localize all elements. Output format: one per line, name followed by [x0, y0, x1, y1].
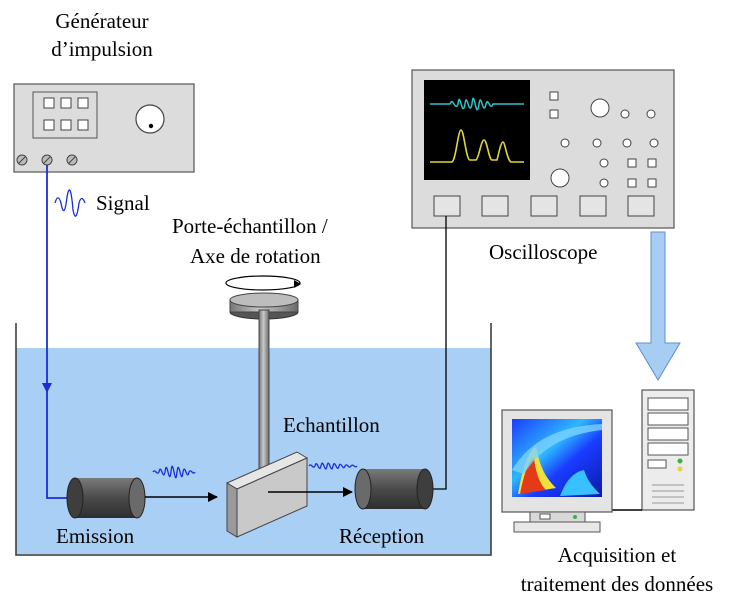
- reception-transducer: [354, 468, 434, 510]
- data-flow-arrow: [635, 231, 681, 381]
- reception-wire: [432, 216, 447, 490]
- oscilloscope: [411, 69, 675, 229]
- emission-transducer: [66, 477, 146, 519]
- holder-label-line1: Porte-échantillon /: [172, 214, 328, 238]
- acquisition-label-line1: Acquisition et: [558, 543, 677, 567]
- tank-walls: [15, 323, 492, 556]
- generator-label-line2: d’impulsion: [51, 37, 153, 61]
- computer-monitor: [501, 409, 613, 533]
- rotation-shaft: [258, 309, 270, 471]
- reception-label: Réception: [339, 524, 425, 548]
- sample-holder: [225, 275, 301, 471]
- oscilloscope-trace-bottom: [430, 129, 524, 163]
- oscilloscope-label: Oscilloscope: [489, 240, 597, 264]
- oscilloscope-trace-top: [430, 97, 524, 111]
- oscilloscope-controls: [433, 91, 659, 217]
- rotation-arrow-icon: [225, 275, 301, 291]
- holder-label-line2: Axe de rotation: [190, 244, 321, 268]
- generator-connectors: [16, 154, 78, 166]
- signal-wire-to-emitter: [46, 392, 68, 499]
- emission-label: Emission: [56, 524, 135, 548]
- sample-label: Echantillon: [283, 413, 380, 437]
- acquisition-label-line2: traitement des données: [521, 572, 713, 596]
- computer-tower: [641, 389, 695, 511]
- pulse-generator: [13, 83, 195, 173]
- generator-label-line1: Générateur: [55, 9, 148, 33]
- oscilloscope-screen: [424, 80, 530, 180]
- sample-plate: [225, 451, 309, 538]
- signal-waveform-icon: [54, 189, 86, 217]
- computer: [501, 389, 695, 533]
- transmitted-wave-icon: [308, 462, 358, 470]
- signal-label: Signal: [96, 191, 150, 215]
- generator-knob: [135, 104, 165, 134]
- incident-wave-icon: [152, 465, 196, 479]
